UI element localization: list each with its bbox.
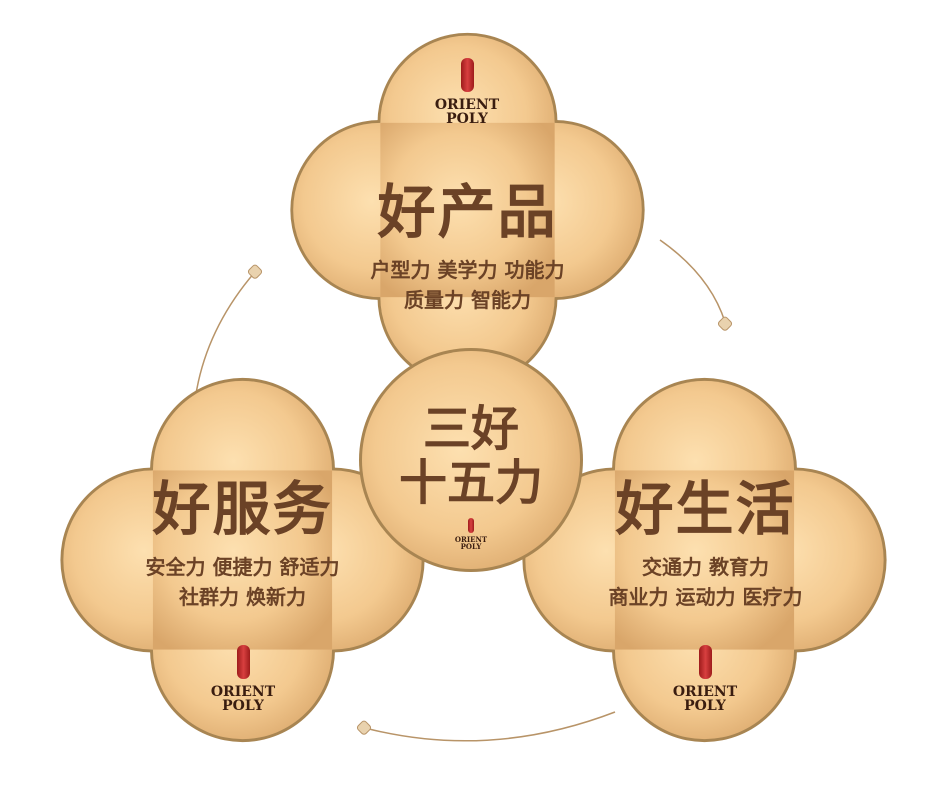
logo-text: POLY	[446, 111, 488, 127]
node-title-life: 好生活	[615, 475, 796, 543]
logo-text: POLY	[222, 698, 264, 714]
orient-poly-logo: ORIENT POLY	[417, 58, 517, 126]
orient-poly-logo: ORIENT POLY	[655, 645, 755, 713]
logo-text: ORIENT	[210, 684, 276, 700]
items-line: 商业力 运动力 医疗力	[608, 585, 803, 609]
items-line: 质量力 智能力	[404, 288, 531, 312]
seal-icon	[698, 645, 712, 679]
node-items-service: 安全力 便捷力 舒适力 社群力 焕新力	[75, 552, 410, 612]
center-title-line: 十五力	[398, 455, 543, 511]
items-line: 安全力 便捷力 舒适力	[145, 555, 340, 579]
connector-arcs	[194, 239, 726, 742]
seal-icon	[236, 645, 250, 679]
node-title-service: 好服务	[152, 475, 333, 543]
center-circle	[362, 351, 580, 569]
arc-end-markers	[247, 264, 733, 735]
logo-text: ORIENT	[454, 535, 488, 544]
items-line: 交通力 教育力	[642, 555, 769, 579]
logo-text: POLY	[460, 542, 482, 551]
node-items-product: 户型力 美学力 功能力 质量力 智能力	[300, 255, 635, 315]
logo-text: ORIENT	[672, 684, 738, 700]
center-logo: ORIENT POLY	[441, 518, 501, 550]
seal-icon	[468, 518, 474, 533]
items-line: 户型力 美学力 功能力	[370, 258, 565, 282]
items-line: 社群力 焕新力	[179, 585, 306, 609]
center-title: 三好 十五力	[380, 402, 562, 510]
center-title-line: 三好	[422, 401, 519, 457]
orient-poly-logo: ORIENT POLY	[193, 645, 293, 713]
node-title-product: 好产品	[377, 178, 558, 246]
node-items-life: 交通力 教育力 商业力 运动力 医疗力	[538, 552, 873, 612]
logo-text: POLY	[684, 698, 726, 714]
logo-text: ORIENT	[434, 97, 500, 113]
seal-icon	[460, 58, 474, 92]
